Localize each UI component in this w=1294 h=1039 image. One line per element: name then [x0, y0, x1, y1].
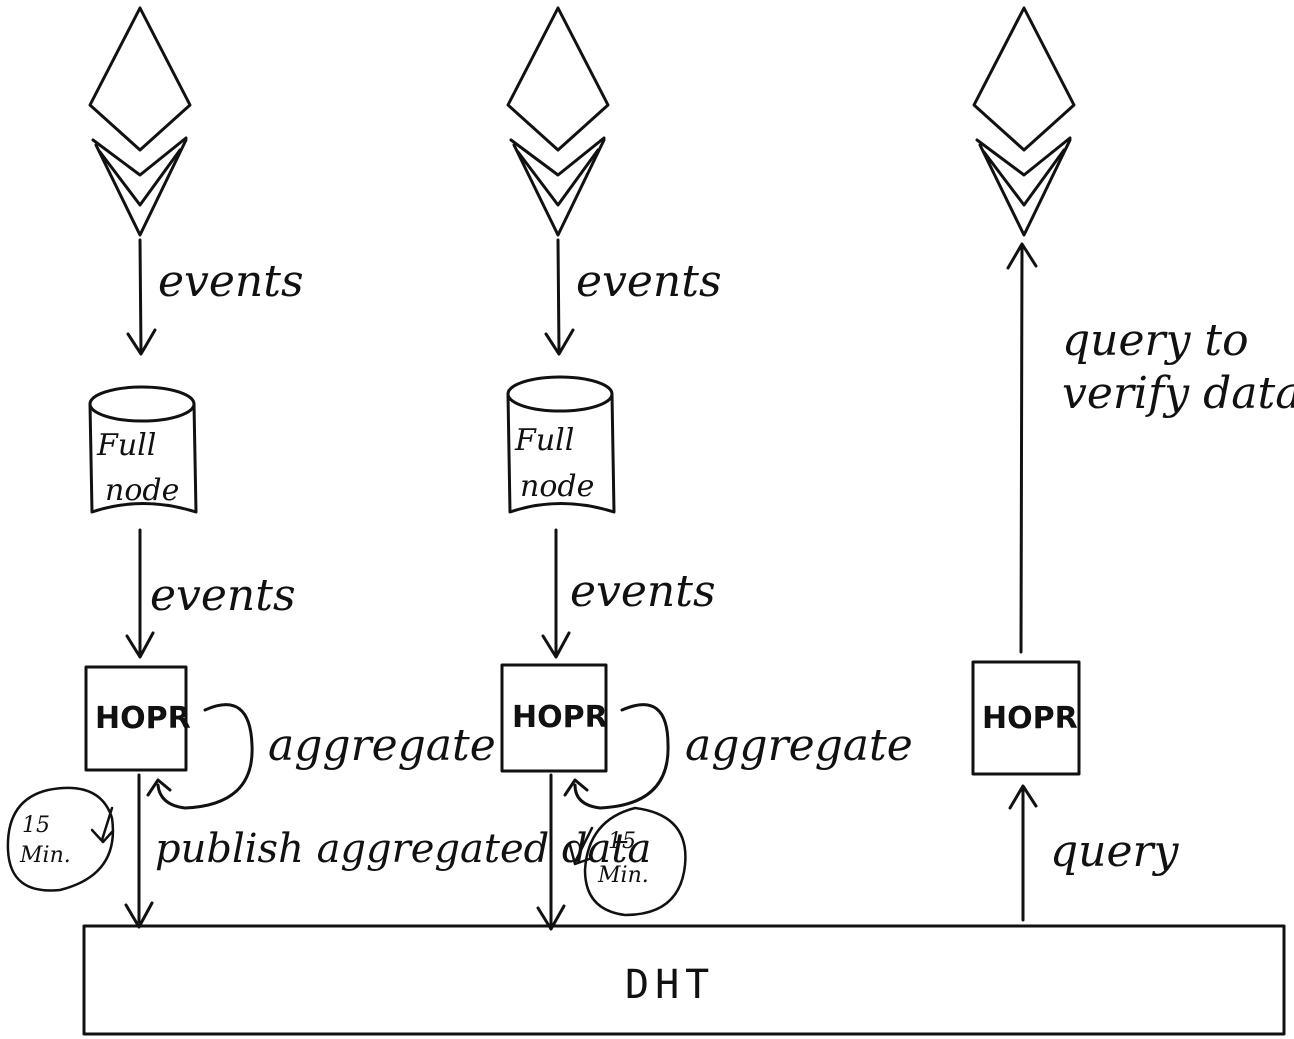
events-label-top: events: [158, 256, 304, 307]
timer-label-line1: 15: [22, 813, 50, 838]
arrow-query-verify: [1006, 242, 1038, 654]
aggregate-loop-arrow: [146, 703, 254, 810]
aggregate-loop-arrow: [563, 703, 670, 810]
timer-label-line2: Min.: [597, 863, 649, 888]
full-node-label-line1: Full: [96, 428, 156, 463]
column-3: query to verify data HOPR query: [971, 6, 1294, 922]
timer-label-line2: Min.: [19, 843, 71, 868]
full-node-label-line2: node: [520, 469, 594, 504]
hopr-node-box: [971, 660, 1081, 776]
ethereum-logo-icon: [972, 6, 1076, 237]
hopr-node-label: HOPR: [95, 701, 191, 736]
timer-label-line1: 15: [608, 829, 636, 854]
arrow-down-dht: [536, 773, 566, 931]
publish-label: publish aggregated data: [155, 826, 651, 872]
full-node-cylinder: [88, 385, 198, 514]
arrow-events-1: [544, 238, 575, 356]
query-verify-label-line1: query to: [1062, 315, 1249, 366]
dht-label: DHT: [625, 962, 715, 1008]
full-node-label-line1: Full: [514, 423, 574, 458]
dht-box: [82, 924, 1286, 1036]
full-node-cylinder: [506, 375, 616, 514]
query-verify-label-line2: verify data: [1062, 368, 1294, 419]
column-1: events Full node events HOPR aggregate 1…: [6, 6, 651, 929]
column-2: events Full node events HOPR aggregate 1…: [500, 6, 913, 931]
ethereum-logo-icon: [88, 6, 192, 237]
hopr-node-box: [84, 665, 188, 772]
arrow-events-1: [126, 238, 157, 356]
ethereum-logo-icon: [506, 6, 610, 237]
hopr-node-label: HOPR: [512, 700, 608, 735]
hopr-node-box: [500, 663, 608, 773]
timer-15-min: [568, 806, 687, 917]
arrow-events-2: [541, 528, 571, 659]
full-node-label-line2: node: [105, 473, 179, 508]
aggregate-label: aggregate: [685, 720, 913, 771]
arrow-publish: [124, 773, 154, 929]
aggregate-label: aggregate: [268, 720, 496, 771]
hopr-node-label: HOPR: [982, 701, 1078, 736]
events-label-mid: events: [150, 570, 296, 621]
timer-15-min: [6, 786, 115, 892]
dht-bar: DHT: [82, 924, 1286, 1036]
query-label: query: [1050, 826, 1180, 877]
arrow-events-2: [125, 528, 155, 659]
events-label-mid: events: [570, 566, 716, 617]
arrow-query: [1008, 784, 1038, 922]
events-label-top: events: [576, 256, 722, 307]
